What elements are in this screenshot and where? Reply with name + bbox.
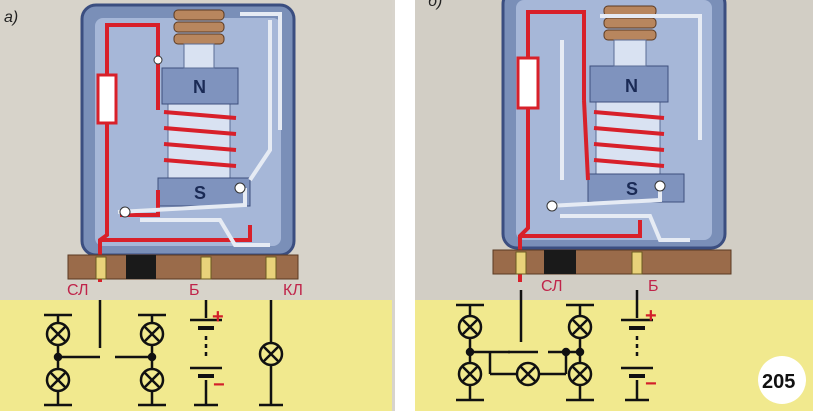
panel-a-label: а): [4, 9, 18, 26]
resistor-b: [516, 56, 540, 110]
spring-stack-b: [603, 5, 657, 67]
battery-minus-a: −: [213, 374, 225, 396]
armature: [117, 12, 282, 247]
coil-north-label: N: [193, 77, 206, 97]
terminal-label-b-b: Б: [648, 278, 659, 295]
terminal-post-sl-b: [515, 251, 527, 275]
schematic-b: [456, 290, 653, 402]
battery-plus-a: +: [212, 306, 224, 328]
pivot-right-b: [654, 180, 666, 192]
battery-plus-b: +: [645, 305, 657, 327]
terminal-label-sl-b: СЛ: [541, 278, 563, 295]
coil-bottom-pole-b: [587, 173, 685, 203]
panel-b-circuit-band: [415, 300, 813, 411]
pivot-right: [234, 182, 246, 194]
panel-b: б) N S: [415, 0, 813, 411]
base-insulator-b: [544, 250, 576, 274]
panel-gap: [395, 0, 415, 411]
coil-north-label-b: N: [625, 76, 638, 96]
terminal-label-b: Б: [189, 282, 200, 299]
panel-a-circuit-band: [0, 300, 392, 411]
terminal-post-b-b: [631, 251, 643, 275]
pivot-left-b: [546, 200, 558, 212]
coil-winding-b: [593, 110, 665, 168]
pivot-left: [119, 206, 131, 218]
coil-south-label-b: S: [626, 179, 638, 199]
terminal-post-kl: [265, 256, 277, 280]
terminal-post-sl: [95, 256, 107, 280]
schematic-a: [44, 300, 284, 407]
panel-b-label: б): [428, 0, 442, 10]
coil-south-label: S: [194, 183, 206, 203]
page-number: 205: [762, 371, 795, 393]
armature-b: [547, 14, 702, 242]
coil-top-pole-b: [589, 65, 669, 103]
page-number-badge: [758, 356, 806, 404]
panel-a: а) N S: [0, 0, 392, 411]
resistor: [96, 73, 118, 125]
base-board-b: [492, 249, 732, 275]
base-insulator: [126, 255, 156, 279]
coil-winding: [163, 110, 237, 168]
terminal-label-sl: СЛ: [67, 282, 89, 299]
terminal-label-kl: КЛ: [283, 282, 303, 299]
terminal-post-b: [200, 256, 212, 280]
contact-point: [153, 55, 163, 65]
battery-minus-b: −: [645, 373, 657, 395]
spring-stack: [173, 9, 225, 69]
